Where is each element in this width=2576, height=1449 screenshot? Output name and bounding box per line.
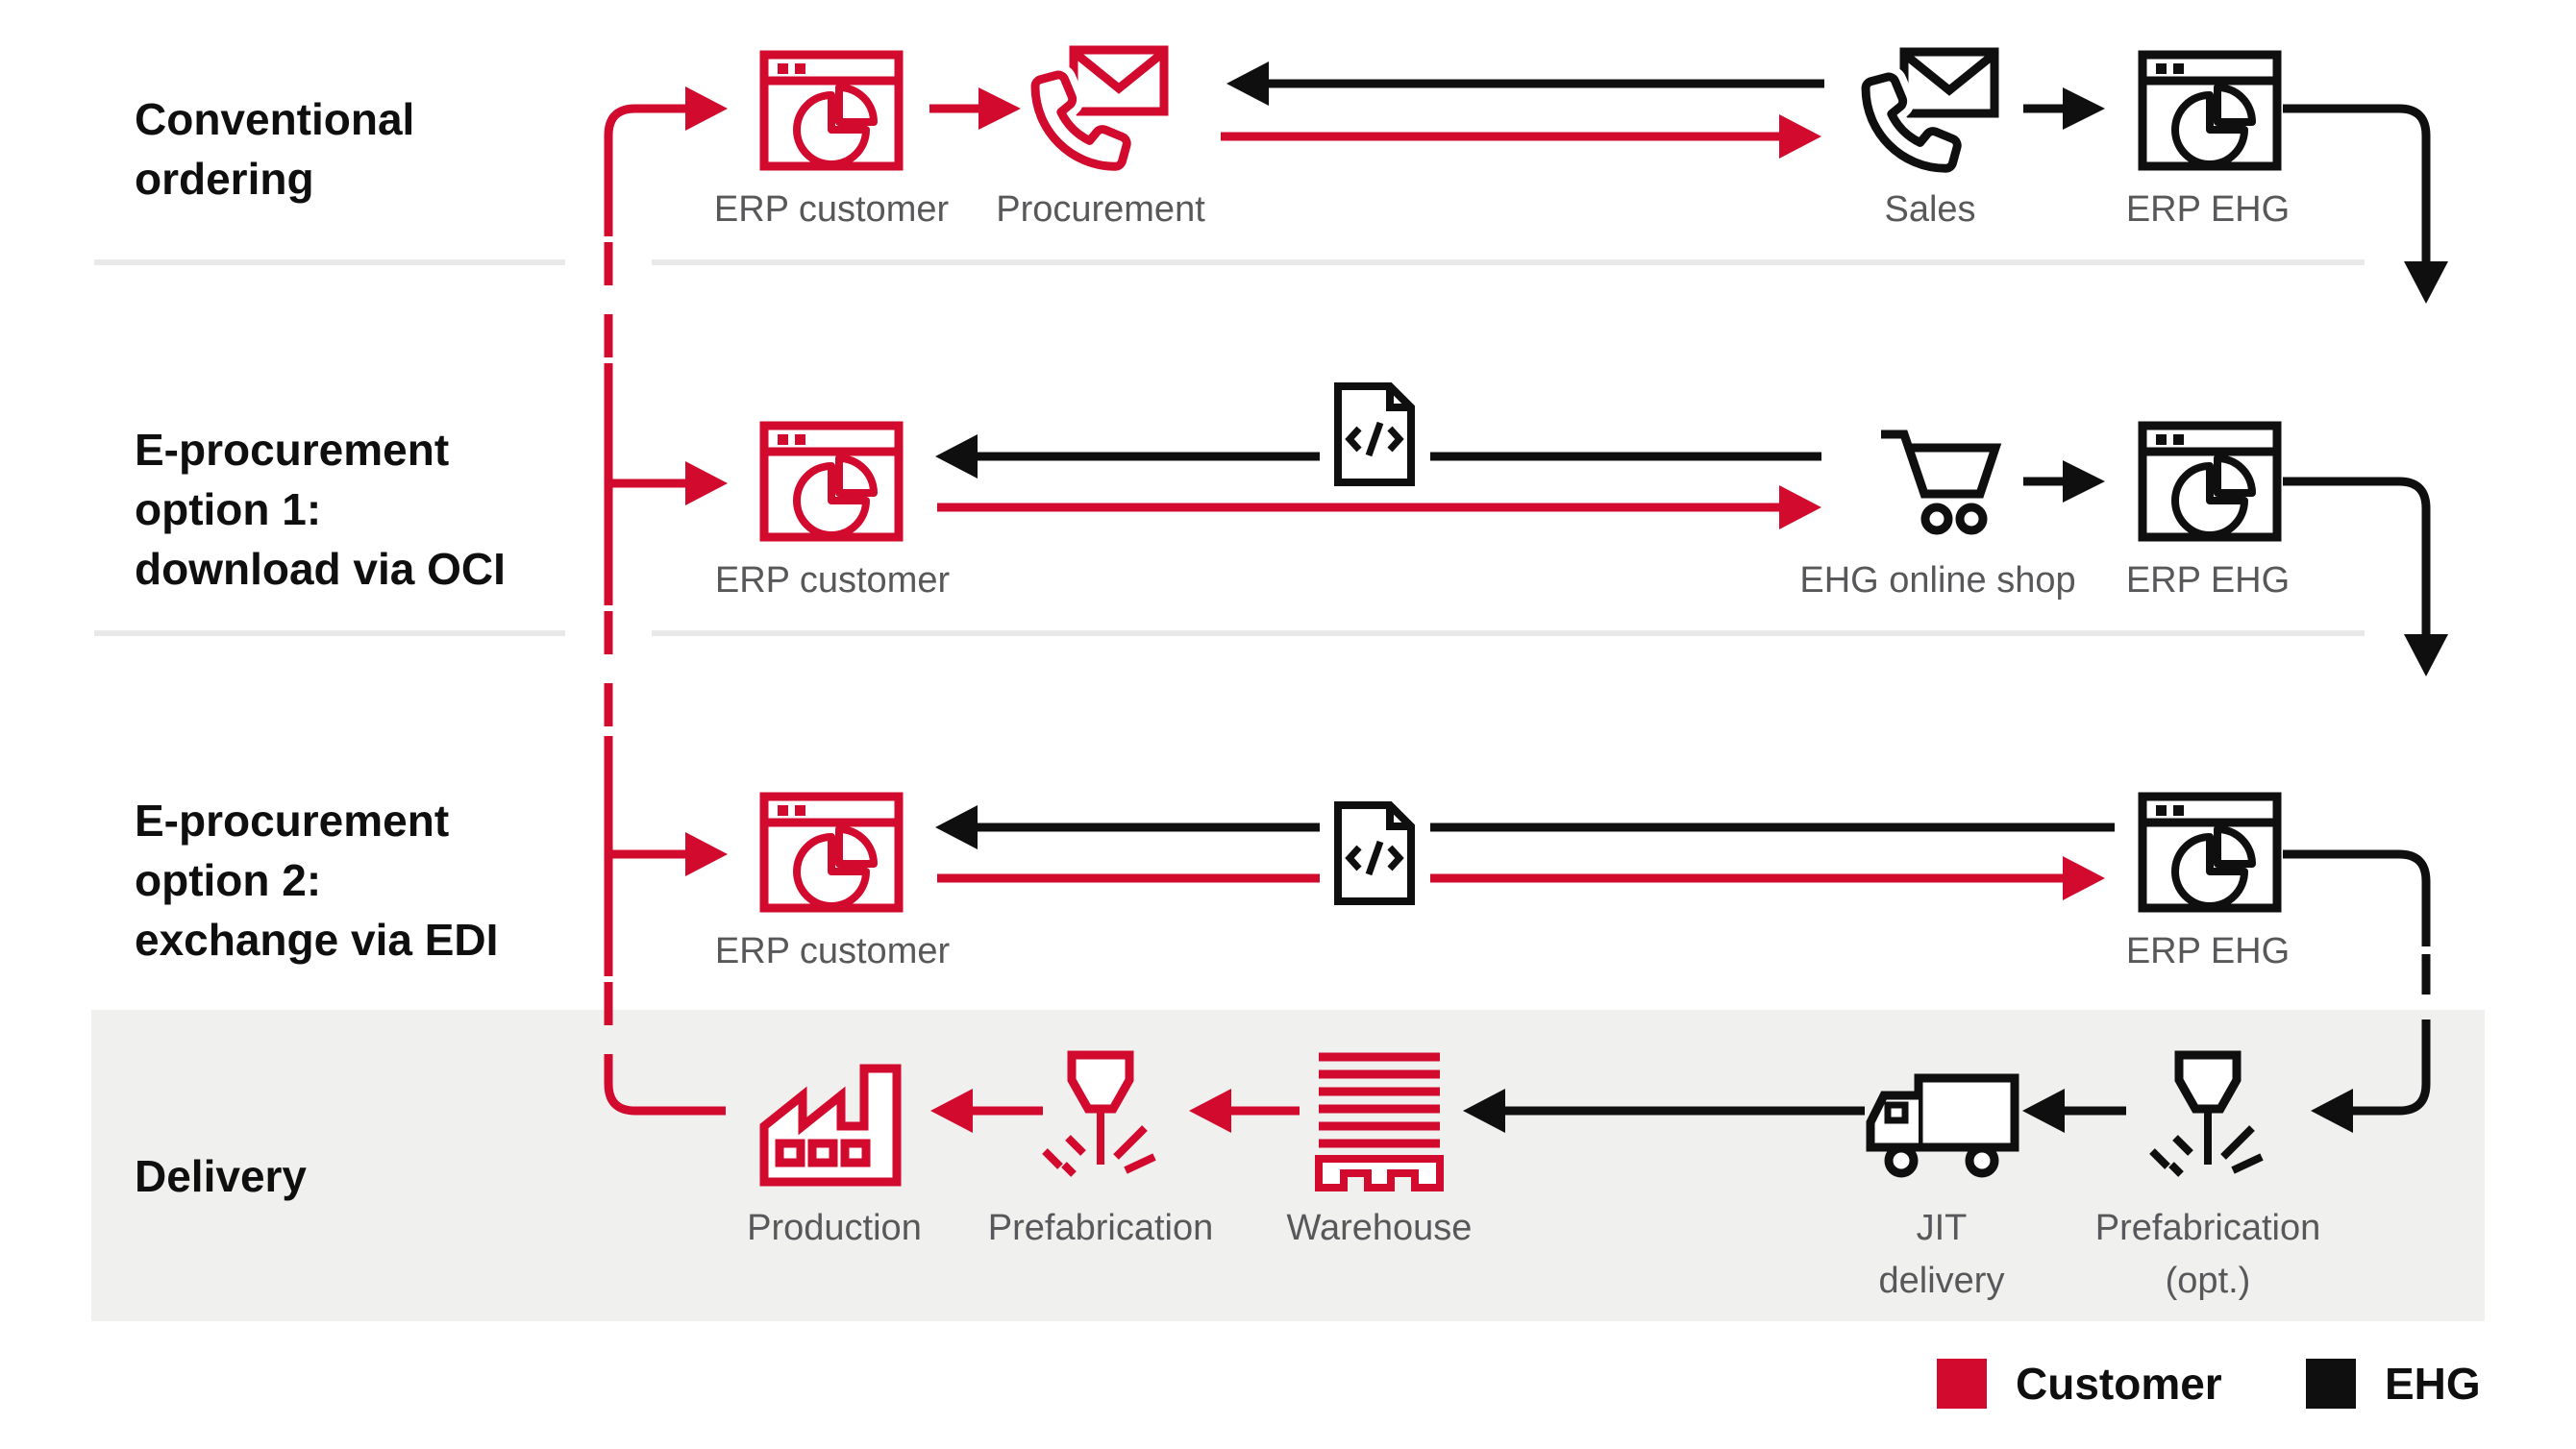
legend-customer-label: Customer (2016, 1359, 2222, 1409)
erp-ehg-label-row2: ERP EHG (2126, 560, 2290, 601)
erp-customer-icon-row2 (764, 426, 899, 537)
arrow-erp-customer-to-erp-ehg-edi (937, 856, 2105, 900)
production-label: Production (747, 1208, 922, 1248)
erp-customer-label-row2: ERP customer (715, 560, 951, 601)
legend: Customer EHG (1937, 1359, 2481, 1409)
erp-customer-icon-row3 (764, 797, 899, 908)
arrow-sales-to-erp-ehg (2023, 87, 2105, 130)
row1-title-line2: ordering (135, 154, 314, 204)
edi-document-icon (1338, 805, 1411, 901)
arrow-shop-to-erp-ehg (2023, 460, 2105, 503)
row1-title-line1: Conventional (135, 94, 414, 144)
sales-label: Sales (1884, 189, 1975, 230)
procurement-label: Procurement (996, 189, 1205, 230)
erp-customer-label-row3: ERP customer (715, 931, 951, 971)
row-eprocurement-oci: E-procurement option 1: download via OCI… (135, 386, 2448, 676)
prefab-opt-label-line2: (opt.) (2166, 1261, 2251, 1301)
sales-icon (1866, 52, 1994, 168)
erp-ehg-label-row1: ERP EHG (2126, 189, 2290, 230)
production-factory-icon (759, 1064, 902, 1187)
arrowhead-into-erp-customer-row1 (685, 86, 728, 131)
customer-feedback-line (604, 86, 728, 1116)
legend-ehg-label: EHG (2385, 1359, 2481, 1409)
procurement-icon (1035, 50, 1164, 166)
erp-ehg-icon-row3 (2143, 797, 2277, 908)
row-eprocurement-edi: E-procurement option 2: exchange via EDI… (135, 796, 2431, 1133)
erp-ehg-icon-row1 (2143, 55, 2277, 166)
oci-document-icon (1338, 386, 1411, 482)
erp-customer-icon-row1 (764, 55, 899, 166)
delivery-title: Delivery (135, 1151, 307, 1201)
row2-title-line1: E-procurement (135, 425, 449, 475)
arrow-erp-ehg-to-erp-customer-edi (935, 805, 2115, 849)
arrow-sales-to-procurement (1226, 61, 1824, 106)
erp-ehg-label-row3: ERP EHG (2126, 931, 2290, 971)
online-shop-cart-icon (1881, 430, 2002, 535)
warehouse-label: Warehouse (1287, 1208, 1473, 1248)
jit-delivery-truck-icon (1866, 1073, 2019, 1178)
legend-ehg-swatch (2306, 1359, 2356, 1409)
arrowhead-into-erp-customer-row2 (685, 461, 728, 505)
row-delivery: Delivery Production Prefabrication (135, 1055, 2320, 1301)
delivery-band (91, 1010, 2485, 1321)
arrowhead-into-erp-customer-row3 (685, 832, 728, 876)
arrow-erp-customer-to-procurement (929, 87, 1021, 130)
arrow-procurement-to-sales (1221, 114, 1821, 159)
arrow-prefabrication-to-production (930, 1089, 1043, 1133)
prefabrication-label: Prefabrication (988, 1208, 1213, 1248)
jit-delivery-label-line1: JIT (1917, 1208, 1968, 1248)
arrow-erp-ehg-row2-down (2283, 477, 2448, 676)
row3-title-line1: E-procurement (135, 796, 449, 846)
arrow-prefab-opt-to-jit (2022, 1089, 2126, 1133)
erp-ehg-icon-row2 (2143, 426, 2277, 537)
arrow-erp-ehg-row1-down (2283, 104, 2448, 304)
arrow-jit-to-warehouse (1463, 1089, 1865, 1133)
legend-customer-swatch (1937, 1359, 1987, 1409)
online-shop-label: EHG online shop (1799, 560, 2075, 601)
arrow-erp-ehg-row3-to-prefab-opt (2283, 849, 2431, 1133)
arrow-erp-customer-to-shop (937, 485, 1821, 529)
prefab-opt-label-line1: Prefabrication (2095, 1208, 2320, 1248)
arrow-warehouse-to-prefabrication (1189, 1089, 1300, 1133)
row3-title-line2: option 2: (135, 855, 321, 905)
jit-delivery-label-line2: delivery (1879, 1261, 2005, 1301)
warehouse-pallet-icon (1315, 1052, 1444, 1191)
row2-title-line2: option 1: (135, 484, 321, 534)
erp-customer-label-row1: ERP customer (714, 189, 950, 230)
row2-title-line3: download via OCI (135, 544, 506, 594)
row-conventional-ordering: Conventional ordering ERP customer Procu… (135, 50, 2448, 304)
row3-title-line3: exchange via EDI (135, 915, 498, 965)
arrow-shop-to-erp-customer (935, 434, 1821, 479)
